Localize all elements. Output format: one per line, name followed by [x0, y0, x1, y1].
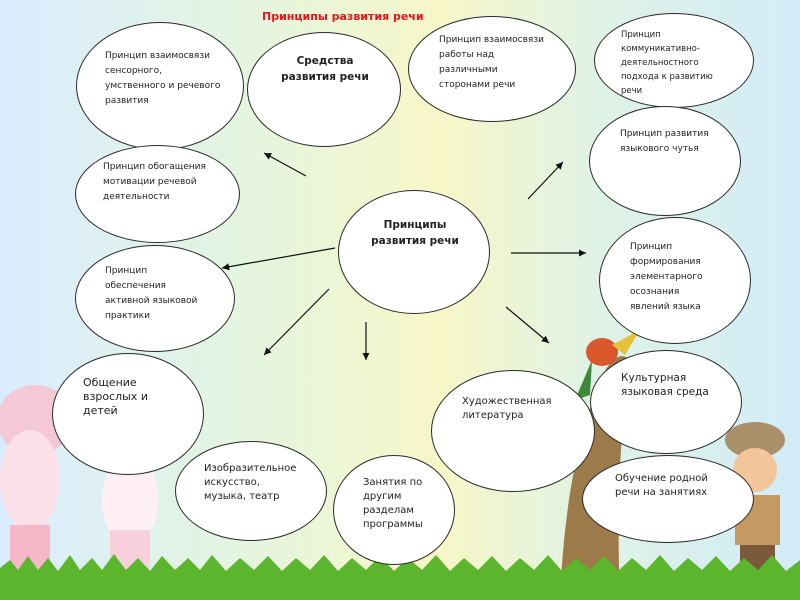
principle-language-sense-text: Принцип развития языкового чутья [620, 129, 709, 154]
bubble-principle-work: Принцип взаимосвязи работы над различным… [408, 16, 576, 122]
bubble-other-classes: Занятия по другим разделам программы [333, 455, 455, 565]
bubble-principle-sensory: Принцип взаимосвязи сенсорного, умственн… [76, 22, 244, 150]
bubble-art: Изобразительное искусство, музыка, театр [175, 441, 327, 541]
principle-motivation-text: Принцип обогащения мотивации речевой дея… [103, 162, 206, 202]
bubble-principle-awareness: Принцип формирования элементарного осозн… [599, 217, 751, 344]
center-text: Принципы развития речи [371, 219, 459, 247]
principle-work-text: Принцип взаимосвязи работы над различным… [439, 35, 544, 90]
bubble-literature: Художественная литература [431, 370, 595, 492]
arrow-to-language-sense [527, 161, 564, 200]
bubble-principle-communicative: Принцип коммуникативно-деятельностного п… [594, 13, 754, 108]
bubble-communication: Общение взрослых и детей [52, 353, 204, 475]
bubble-cultural-env: Культурная языковая среда [590, 350, 742, 454]
arrow-to-motivation [263, 152, 307, 177]
principle-awareness-text: Принцип формирования элементарного осозн… [630, 242, 703, 312]
art-text: Изобразительное искусство, музыка, театр [204, 463, 297, 502]
arrow-to-literature [505, 306, 550, 344]
bubble-principle-language-sense: Принцип развития языкового чутья [589, 106, 741, 216]
bubble-native-lessons: Обучение родной речи на занятиях [582, 455, 754, 543]
native-lessons-text: Обучение родной речи на занятиях [615, 473, 708, 498]
arrow-to-communication [263, 288, 330, 356]
principle-practice-text: Принцип обеспечения активной языковой пр… [105, 266, 198, 321]
cultural-env-text: Культурная языковая среда [621, 372, 709, 398]
principle-sensory-text: Принцип взаимосвязи сенсорного, умственн… [105, 51, 221, 106]
bubble-center: Принципы развития речи [338, 190, 490, 314]
means-text: Средства развития речи [281, 55, 369, 83]
page-title: Принципы развития речи [262, 10, 424, 23]
arrow-to-practice [221, 247, 336, 271]
literature-text: Художественная литература [462, 396, 552, 421]
bubble-principle-practice: Принцип обеспечения активной языковой пр… [75, 245, 235, 352]
bubble-means: Средства развития речи [247, 32, 401, 147]
principle-communicative-text: Принцип коммуникативно-деятельностного п… [621, 30, 713, 96]
communication-text: Общение взрослых и детей [83, 376, 148, 417]
grass [0, 554, 800, 600]
bubble-principle-motivation: Принцип обогащения мотивации речевой дея… [75, 145, 240, 243]
other-classes-text: Занятия по другим разделам программы [363, 477, 423, 530]
